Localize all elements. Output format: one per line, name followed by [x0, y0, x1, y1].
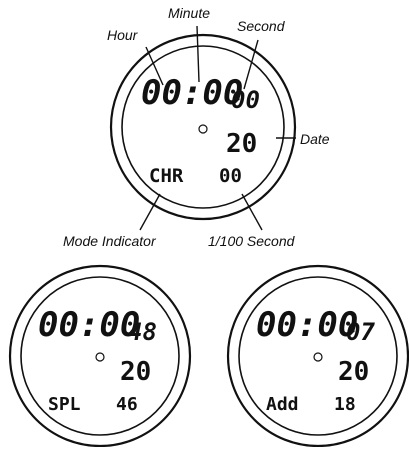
- label-mode-indicator: Mode Indicator: [63, 233, 156, 249]
- watch-right-time-main: 00:00: [256, 305, 358, 345]
- watch-top-bezel: [109, 33, 297, 221]
- watch-left-face: [20, 276, 180, 436]
- watch-left-time-seconds: 48: [128, 318, 157, 346]
- watch-left-sensor-dot: [95, 352, 105, 362]
- watch-right-mode: Add: [266, 394, 299, 415]
- watch-left-time-main: 00:00: [38, 305, 140, 345]
- watch-top-sensor-dot: [198, 124, 208, 134]
- watch-top: 00:00 00 20 CHR 00: [109, 25, 297, 231]
- watch-right-date: 20: [338, 357, 369, 387]
- leader-hour: [145, 46, 164, 86]
- label-hundredth-second: 1/100 Second: [208, 233, 295, 249]
- label-minute: Minute: [168, 5, 211, 21]
- watch-left-date: 20: [120, 357, 151, 387]
- watch-right-bezel: [226, 264, 409, 448]
- watch-top-mode: CHR: [149, 165, 184, 187]
- watch-top-time-main: 00:00: [141, 73, 243, 113]
- leader-mode-indicator: [139, 193, 161, 231]
- label-date: Date: [300, 131, 330, 147]
- watch-top-time-seconds: 00: [231, 86, 260, 114]
- watch-left-mode-value: 46: [116, 394, 138, 415]
- watch-top-mode-value: 00: [219, 165, 242, 187]
- watch-left-bezel: [8, 264, 192, 448]
- leader-second: [243, 39, 259, 90]
- label-hour: Hour: [107, 27, 138, 43]
- watch-top-date: 20: [226, 129, 257, 159]
- leader-minute: [196, 25, 200, 83]
- watch-top-face: [121, 45, 285, 209]
- watch-right-sensor-dot: [313, 352, 323, 362]
- leader-hundredth-second: [241, 193, 263, 231]
- watch-left: 00:00 48 20 SPL 46: [8, 264, 192, 448]
- watch-right-face: [238, 276, 398, 436]
- watch-right-mode-value: 18: [334, 394, 356, 415]
- watch-left-mode: SPL: [48, 394, 81, 415]
- label-second: Second: [237, 18, 285, 34]
- watch-right-time-seconds: 07: [346, 318, 375, 346]
- watch-right: 00:00 07 20 Add 18: [226, 264, 409, 448]
